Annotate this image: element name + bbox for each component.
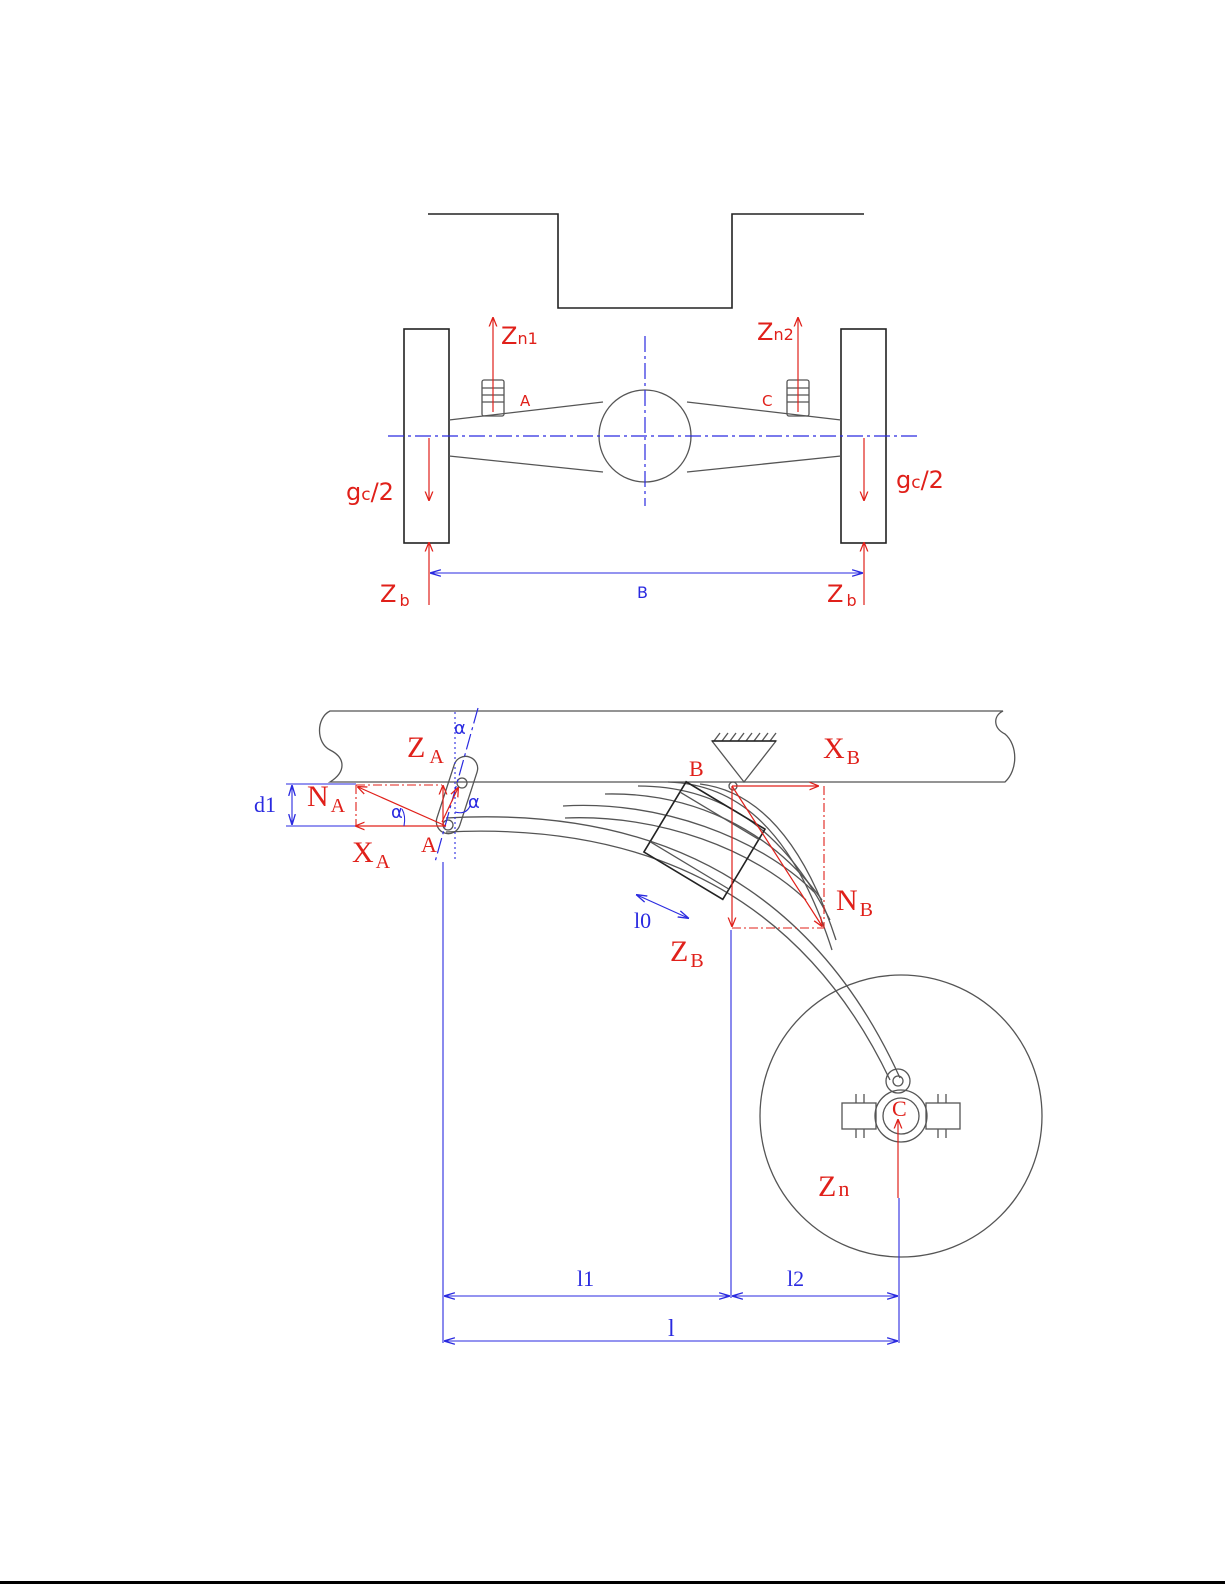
angle-top-label: α (454, 718, 466, 739)
point-b-label: B (689, 756, 704, 781)
spring-eye-c-pin (893, 1076, 903, 1086)
point-a-side-label: A (421, 832, 437, 857)
angle-na-label: α (391, 802, 403, 823)
zn2-label: Zn2 (757, 318, 794, 346)
gc-left-label: gc/2 (346, 478, 394, 506)
zn-label: Zn (818, 1170, 849, 1203)
d1-label: d1 (254, 792, 276, 817)
zn1-label: Zn1 (501, 322, 538, 350)
body-profile (428, 214, 864, 308)
angle-shackle-label: α (468, 792, 480, 813)
l2-label: l2 (787, 1266, 804, 1291)
point-c-side-label: C (892, 1096, 907, 1121)
leaf-5 (668, 782, 832, 950)
point-a-rear-label: A (520, 392, 531, 410)
spring-clamp (644, 782, 765, 900)
point-c-rear-label: C (762, 392, 772, 410)
l1-label: l1 (577, 1266, 594, 1291)
l0-label: l0 (634, 908, 651, 933)
side-view: α ZA NA XA A α α d1 B XB NB ZB l0 C Zn l… (254, 708, 1042, 1343)
l-label: l (668, 1316, 675, 1342)
page-bottom-rule (0, 1581, 1225, 1584)
leaf-4 (638, 786, 830, 920)
gc-right-label: gc/2 (896, 466, 944, 494)
track-width-label: B (637, 583, 648, 602)
